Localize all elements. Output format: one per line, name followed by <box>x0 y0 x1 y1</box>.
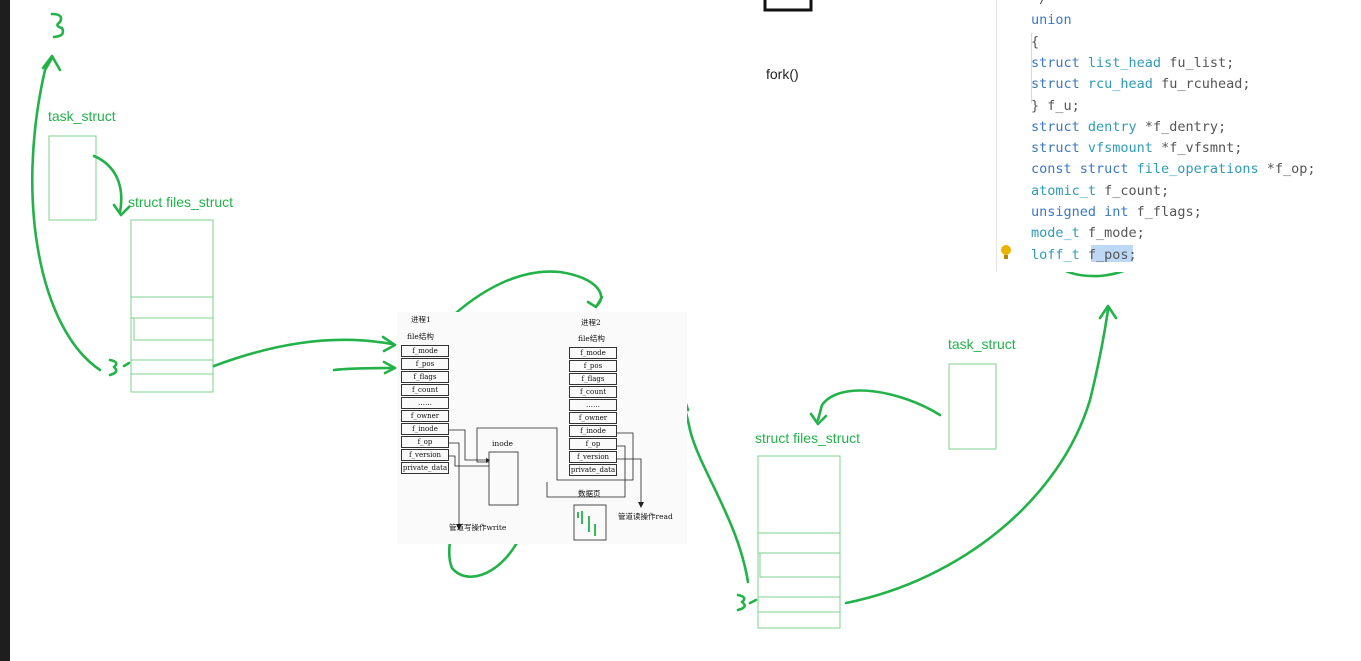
file-field-cell: private_data <box>569 464 617 476</box>
file-field-cell: …… <box>569 399 617 411</box>
pipe-write-label: 管道写操作write <box>449 523 507 532</box>
proc2-file-label: file结构 <box>578 334 605 343</box>
file-field-cell: f_flags <box>401 371 449 383</box>
file-field-cell: private_data <box>401 462 449 474</box>
file-field-cell: f_count <box>569 386 617 398</box>
code-line: { <box>1031 33 1040 50</box>
file-field-cell: f_count <box>401 384 449 396</box>
file-field-cell: f_version <box>569 451 617 463</box>
left-dark-strip <box>0 0 10 661</box>
file-field-cell: f_inode <box>401 423 449 435</box>
file-field-cell: f_pos <box>569 360 617 372</box>
lightbulb-icon-base <box>1004 255 1008 259</box>
file-field-cell: f_op <box>401 436 449 448</box>
code-line: struct dentry *f_dentry; <box>1031 118 1227 135</box>
proc1-file-label: file结构 <box>407 332 434 341</box>
task-struct-box-left <box>48 135 97 221</box>
pipe-read-label: 管道读操作read <box>618 512 673 521</box>
code-line: */ <box>1031 0 1047 7</box>
code-line: struct rcu_head fu_rcuhead; <box>1031 76 1251 93</box>
figure-links <box>449 427 644 541</box>
data-page-label: 数据页 <box>578 489 601 498</box>
code-line: const struct file_operations *f_op; <box>1031 161 1316 178</box>
files-struct-table-right <box>757 455 841 629</box>
code-line: unsigned int f_flags; <box>1031 204 1202 220</box>
code-line: struct vfsmount *f_vfsmnt; <box>1031 140 1243 157</box>
code-line: mode_t f_mode; <box>1031 225 1145 242</box>
file-field-cell: f_version <box>401 449 449 461</box>
files-struct-label-right: struct files_struct <box>755 430 861 446</box>
file-field-cell: f_pos <box>401 358 449 370</box>
file-field-cell: f_mode <box>569 347 617 359</box>
files-struct-table-left <box>130 219 214 393</box>
fork-label: fork() <box>766 66 799 82</box>
code-line: atomic_t f_count; <box>1031 182 1170 199</box>
code-line: union <box>1031 12 1072 29</box>
file-field-cell: f_inode <box>569 425 617 437</box>
file-field-cell: f_flags <box>569 373 617 385</box>
file-field-cell: f_owner <box>569 412 617 424</box>
code-editor-panel: */ union { struct list_head fu_list; struc… <box>996 0 1361 272</box>
task-struct-label-left: task_struct <box>48 108 116 124</box>
lightbulb-icon[interactable] <box>1001 245 1011 255</box>
code-line: loff_t f_pos; <box>1031 246 1137 263</box>
fork-box <box>763 0 813 12</box>
code-highlight <box>1091 245 1133 262</box>
inode-label: inode <box>492 439 513 448</box>
code-line: struct list_head fu_list; <box>1031 54 1235 71</box>
task-struct-box-right <box>948 363 997 450</box>
file-field-cell: …… <box>401 397 449 409</box>
file-field-cell: f_mode <box>401 345 449 357</box>
file-field-cell: f_owner <box>401 410 449 422</box>
proc1-label: 进程1 <box>411 315 431 324</box>
task-struct-label-right: task_struct <box>948 336 1016 352</box>
code-gutter-guide <box>1031 33 1032 103</box>
file-field-cell: f_op <box>569 438 617 450</box>
code-line: } f_u; <box>1031 97 1080 114</box>
proc2-label: 进程2 <box>581 318 601 327</box>
files-struct-label-left: struct files_struct <box>128 194 234 210</box>
